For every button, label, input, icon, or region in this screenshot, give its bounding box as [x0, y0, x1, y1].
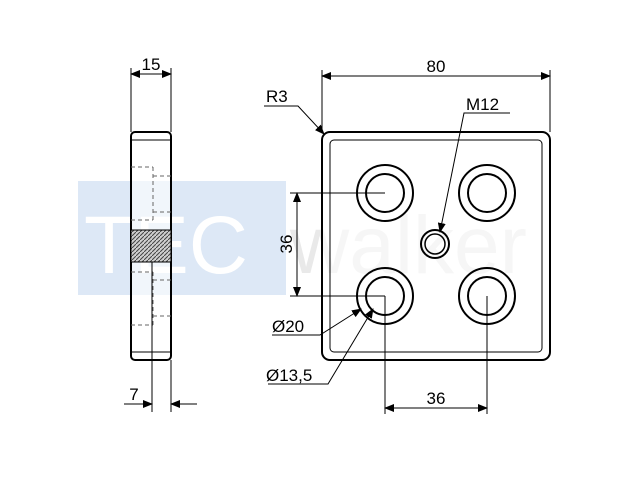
side-view-thread [130, 229, 172, 263]
d13-5-label: Ø13,5 [266, 366, 312, 385]
dim-15-label: 15 [142, 55, 161, 74]
m12-label: M12 [466, 95, 499, 114]
watermark-box [78, 181, 286, 295]
counterbore-hole-top-right [458, 164, 516, 222]
dim-80-label: 80 [427, 57, 446, 76]
side-view-hidden-lines [131, 166, 171, 326]
dim-7-label: 7 [129, 385, 138, 404]
dim-36-horizontal-label: 36 [427, 389, 446, 408]
dim-36-vertical-label: 36 [277, 235, 296, 254]
r3-label: R3 [266, 87, 288, 106]
r3-leader [264, 105, 325, 135]
threaded-hole-m12 [420, 229, 450, 259]
front-view [264, 70, 551, 414]
m12-leader [437, 112, 510, 233]
front-view-chamfer [329, 139, 543, 353]
front-view-plate [321, 131, 551, 361]
d20-leader [272, 308, 362, 336]
side-view [124, 68, 197, 412]
d13-5-leader [268, 308, 374, 385]
d20-label: Ø20 [272, 317, 304, 336]
